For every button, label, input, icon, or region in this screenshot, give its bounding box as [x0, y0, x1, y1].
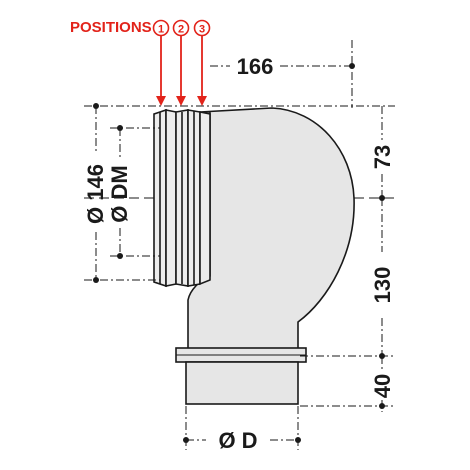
position-marker-3: 3	[193, 19, 211, 37]
position-number-3: 3	[199, 24, 205, 36]
dimension-height-130: 130	[370, 267, 395, 304]
outlet-spigot	[175, 347, 307, 405]
dimension-height-40: 40	[370, 374, 395, 398]
pipe-body	[187, 107, 355, 351]
dimension-dots	[93, 63, 385, 443]
position-arrows	[156, 36, 207, 106]
dimension-height-73: 73	[370, 145, 395, 169]
position-number-1: 1	[158, 24, 164, 36]
position-number-2: 2	[178, 24, 184, 36]
inlet-collar	[153, 108, 211, 288]
dimension-inner-diameter: Ø DM	[107, 165, 132, 222]
position-marker-1: 1	[152, 19, 170, 37]
dimension-outer-diameter: Ø 146	[83, 164, 108, 224]
positions-title: POSITIONS	[70, 19, 152, 36]
position-marker-2: 2	[172, 19, 190, 37]
dimension-outlet-diameter: Ø D	[218, 428, 257, 453]
dimension-width-166: 166	[237, 54, 274, 79]
